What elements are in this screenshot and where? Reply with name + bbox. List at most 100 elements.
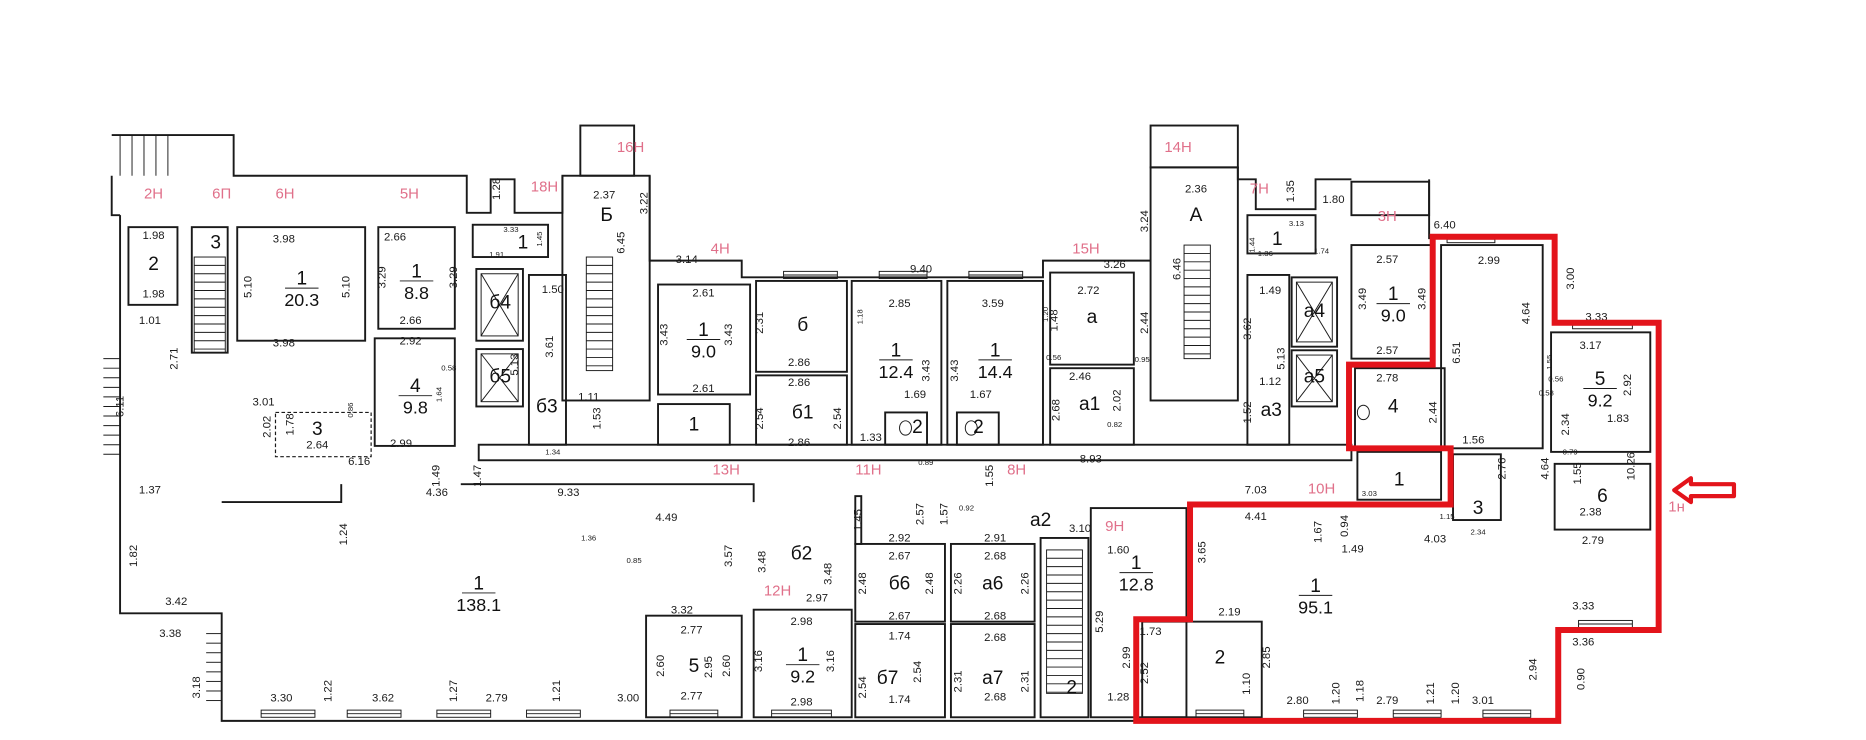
dimension-label: 0.85 xyxy=(627,556,642,565)
dimension-label: 7.03 xyxy=(1245,485,1267,497)
room-outline xyxy=(1039,537,1090,719)
dimension-label: 3.22 xyxy=(638,192,650,214)
dimension-label: 2.36 xyxy=(1185,183,1207,195)
dimension-label: 1.98 xyxy=(143,289,165,301)
dimension-label: 6.45 xyxy=(616,232,628,254)
dimension-label: 2.54 xyxy=(754,407,766,429)
dimension-label: 2.54 xyxy=(832,407,844,429)
room-label: б4 xyxy=(489,292,511,313)
window xyxy=(1392,709,1442,718)
room-label: 19.0 xyxy=(1376,284,1410,326)
dimension-label: 1.55 xyxy=(984,465,996,487)
room-number: 1 xyxy=(1388,284,1399,305)
dimension-label: 9.40 xyxy=(910,264,932,276)
dimension-label: 1.36 xyxy=(1258,249,1273,258)
unit-number-label: 18Н xyxy=(531,178,558,195)
room-label: 19.2 xyxy=(785,645,820,687)
room-label: 2 xyxy=(973,417,984,438)
dimension-label: 1.47 xyxy=(472,465,484,487)
dimension-label: 6.40 xyxy=(1434,219,1456,231)
dimension-label: 5.10 xyxy=(341,276,353,298)
dimension-label: 3.14 xyxy=(676,254,698,266)
dimension-label: 2.52 xyxy=(1139,662,1151,684)
dimension-label: 2.92 xyxy=(400,335,422,347)
dimension-label: 3.03 xyxy=(1362,489,1377,498)
dimension-label: 2.80 xyxy=(1287,695,1309,707)
dimension-label: 2.79 xyxy=(1376,695,1398,707)
unit-number-label: 6Н xyxy=(275,185,294,202)
room-label: б6 xyxy=(889,573,911,594)
dimension-label: 2.37 xyxy=(593,189,615,201)
room-outline xyxy=(579,124,636,177)
room-label: 4 xyxy=(1388,396,1399,417)
room-label: 112.8 xyxy=(1119,553,1154,595)
dimension-label: 4.64 xyxy=(1521,302,1533,324)
dimension-label: 1.67 xyxy=(1313,521,1325,543)
dimension-label: 1.74 xyxy=(1314,246,1330,255)
dimension-label: 1.18 xyxy=(1354,680,1366,702)
dimension-label: 1.78 xyxy=(284,413,296,435)
unit-number-label: 4Н xyxy=(711,240,730,257)
dimension-label: 1.10 xyxy=(1241,673,1253,695)
dimension-label: 2.79 xyxy=(1582,535,1604,547)
room-outline xyxy=(645,614,743,719)
dimension-label: 3.10 xyxy=(1069,523,1091,535)
dimension-label: 2.34 xyxy=(1560,413,1572,435)
room-label: а4 xyxy=(1304,301,1326,322)
room-area: 12.4 xyxy=(878,362,913,382)
unit-number-label: 5Н xyxy=(400,185,419,202)
dimension-label: 2.68 xyxy=(984,610,1006,622)
toilet-icon xyxy=(964,420,978,436)
room-label: б3 xyxy=(536,396,558,417)
dimension-label: 1.34 xyxy=(545,447,561,456)
dimension-label: 3.62 xyxy=(1242,318,1254,340)
dimension-label: 2.31 xyxy=(953,670,965,692)
unit-number-label: 10Н xyxy=(1308,481,1335,498)
room-number: 1 xyxy=(797,645,808,666)
elevator-icon xyxy=(1290,276,1339,348)
room-label: а xyxy=(1087,307,1098,328)
dimension-label: 0.82 xyxy=(1107,420,1122,429)
room-outline xyxy=(1440,244,1544,450)
dimension-label: 2.92 xyxy=(1622,374,1634,396)
dimension-label: 0.58 xyxy=(441,364,456,373)
staircase-icon xyxy=(193,256,226,354)
room-label: б7 xyxy=(877,668,899,689)
room-number: 1 xyxy=(990,340,1001,361)
room-outline xyxy=(1550,331,1652,453)
dimension-label: 1.98 xyxy=(143,230,165,242)
room-label: 2 xyxy=(1066,677,1077,698)
unit-number-label: 13Н xyxy=(712,462,739,479)
room-label: А xyxy=(1190,205,1203,226)
window xyxy=(878,270,928,280)
dimension-label: 3.13 xyxy=(1289,219,1304,228)
dimension-label: 1.12 xyxy=(1259,376,1281,388)
staircase-icon xyxy=(1046,549,1083,694)
dimension-label: 1.21 xyxy=(551,680,563,702)
dimension-label: 1.74 xyxy=(888,631,910,643)
unit-number-label: 14Н xyxy=(1164,139,1191,156)
dimension-label: 3.57 xyxy=(723,545,735,567)
dimension-label: 0.58 xyxy=(1539,389,1554,398)
unit-number-label: 7Н xyxy=(1250,181,1269,198)
room-label: Б xyxy=(600,205,613,226)
dimension-label: 1.01 xyxy=(139,315,161,327)
dimension-label: 5.10 xyxy=(243,276,255,298)
unit-number-label: 11Н xyxy=(855,462,881,479)
dimension-label: 3.01 xyxy=(1472,695,1494,707)
dimension-label: 6.16 xyxy=(348,456,370,468)
dimension-label: 2.67 xyxy=(888,550,910,562)
dimension-label: 2.46 xyxy=(1069,371,1091,383)
staircase-icon xyxy=(1183,244,1211,360)
dimension-label: 3.29 xyxy=(376,266,388,288)
dimension-label: 2.60 xyxy=(721,655,733,677)
dimension-label: 2.68 xyxy=(984,632,1006,644)
dimension-label: 2.85 xyxy=(1261,646,1273,668)
dimension-label: 2.91 xyxy=(984,533,1006,545)
dimension-label: 1.57 xyxy=(938,503,950,525)
dimension-label: 2.02 xyxy=(1112,389,1124,411)
dimension-label: 2.60 xyxy=(655,655,667,677)
toilet-icon xyxy=(899,420,912,436)
unit-number-label: 2Н xyxy=(144,185,163,202)
room-label: 18.8 xyxy=(399,261,434,303)
